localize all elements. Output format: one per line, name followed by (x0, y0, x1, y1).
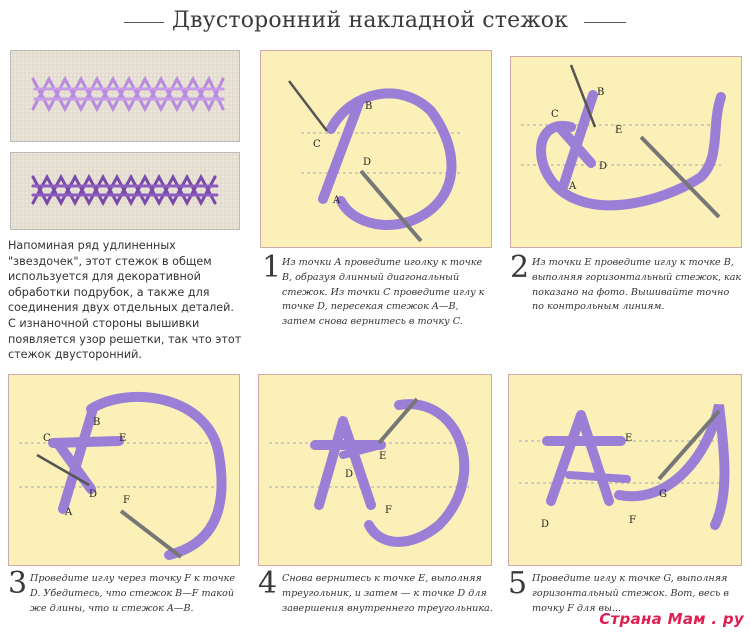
step-5-illustration: E G D F (508, 374, 742, 566)
swatch-photo-light (10, 50, 240, 142)
watermark: Страна Мам . ру (599, 610, 744, 628)
svg-text:B: B (597, 87, 604, 98)
step-1-number: 1 (262, 250, 282, 285)
svg-text:E: E (625, 433, 632, 444)
step-3-number: 3 (8, 566, 28, 601)
intro-text: Напоминая ряд удлиненных "звездочек", эт… (8, 239, 242, 362)
step-1-text: Из точки A проведите иголку к точке B, о… (282, 257, 485, 328)
svg-text:E: E (379, 451, 386, 462)
svg-text:E: E (615, 125, 622, 136)
page-title: Двусторонний накладной стежок (172, 8, 569, 33)
svg-text:C: C (551, 109, 559, 120)
step-2-number: 2 (510, 250, 530, 285)
svg-text:A: A (64, 507, 73, 518)
svg-text:D: D (599, 161, 607, 172)
title-rule-left (124, 22, 164, 23)
svg-text:C: C (43, 433, 51, 444)
svg-text:F: F (385, 505, 392, 516)
step-5-number: 5 (508, 566, 528, 601)
svg-text:E: E (119, 433, 126, 444)
step-3-text: Проведите иглу через точку F к точке D. … (30, 573, 236, 614)
step-4-illustration: E D F (258, 374, 492, 566)
step-3-illustration: B C E D F A (8, 374, 240, 566)
step-2-text: Из точки E проведите иглу к точке B, вып… (532, 257, 742, 313)
svg-text:D: D (345, 469, 353, 480)
svg-text:F: F (629, 515, 636, 526)
svg-text:F: F (123, 495, 130, 506)
title-rule-right (584, 22, 626, 23)
svg-text:A: A (332, 195, 341, 206)
svg-text:D: D (89, 489, 97, 500)
svg-text:D: D (363, 157, 371, 168)
svg-text:B: B (93, 417, 100, 428)
step-2-illustration: B C E D A (510, 56, 742, 248)
svg-text:B: B (365, 101, 372, 112)
step-5-text: Проведите иглу к точке G, выполняя гориз… (532, 573, 729, 614)
svg-text:G: G (659, 489, 667, 500)
svg-text:A: A (568, 181, 577, 192)
swatch-photo-dark (10, 152, 240, 230)
step-4-number: 4 (258, 566, 278, 601)
step-4-text: Снова вернитесь к точке E, выполняя треу… (282, 573, 493, 614)
title-bar: Двусторонний накладной стежок (0, 4, 750, 38)
step-1-illustration: B C D A (260, 50, 492, 248)
svg-text:C: C (313, 139, 321, 150)
svg-text:D: D (541, 519, 549, 530)
